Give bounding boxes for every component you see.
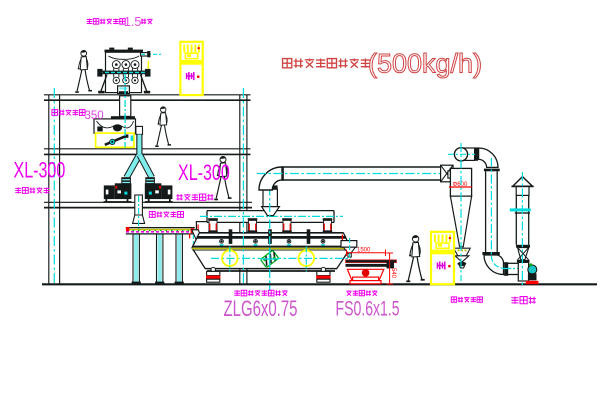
svg-text:XL-300: XL-300	[14, 159, 66, 183]
svg-text:540: 540	[390, 268, 396, 279]
svg-text:1.5: 1.5	[124, 15, 141, 29]
svg-text:(500kg/h): (500kg/h)	[368, 49, 482, 79]
svg-text:FS0.6x1.5: FS0.6x1.5	[336, 297, 400, 320]
svg-text:ZLG6x0.75: ZLG6x0.75	[224, 296, 298, 321]
svg-text:XL-300: XL-300	[178, 162, 230, 186]
svg-text:350: 350	[85, 110, 104, 122]
svg-text:Φ600: Φ600	[453, 182, 468, 188]
svg-text:1500: 1500	[357, 248, 371, 254]
